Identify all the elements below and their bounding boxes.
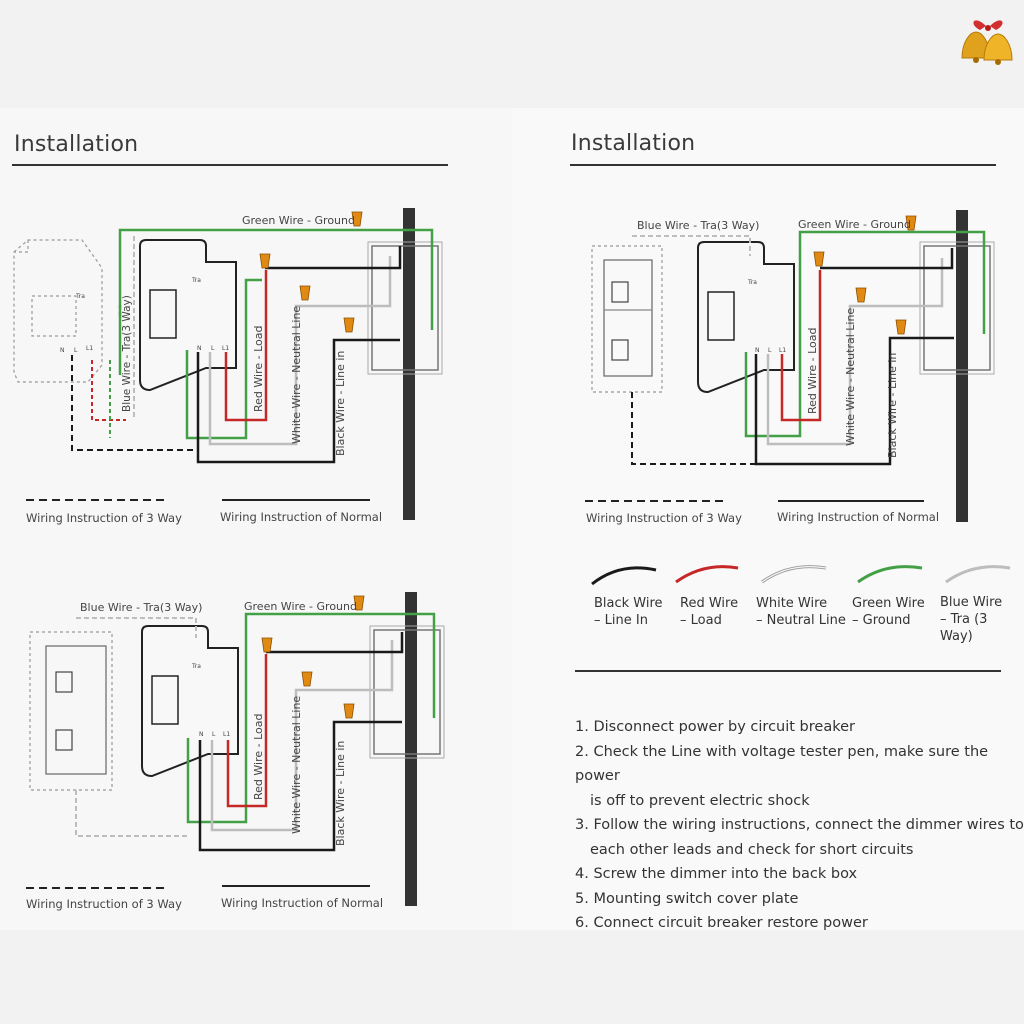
old-switch-device-2	[29, 631, 113, 791]
manual-page-right	[512, 108, 1024, 930]
panel-title-right: Installation	[571, 131, 696, 156]
caption-3way-1: Wiring Instruction of 3 Way	[26, 511, 182, 525]
svg-text:White Wire - Neutral Line: White Wire - Neutral Line	[290, 696, 303, 834]
junction-box	[371, 245, 439, 371]
step-3-continued: each other leads and check for short cir…	[590, 841, 914, 858]
svg-text:Black Wire - Line in: Black Wire - Line in	[334, 741, 347, 846]
legend-blue-wire: Blue Wire– Tra (3 Way)	[940, 595, 1003, 644]
svg-text:Red Wire - Load: Red Wire - Load	[806, 328, 819, 415]
svg-text:White Wire - Neutral Line: White Wire - Neutral Line	[844, 308, 857, 446]
step-2-continued: is off to prevent electric shock	[590, 792, 810, 809]
legend-black-wire: Black Wire– Line In	[594, 596, 663, 628]
caption-normal-1: Wiring Instruction of Normal	[220, 510, 383, 524]
svg-text:L: L	[768, 347, 772, 354]
svg-text:Tra: Tra	[191, 663, 201, 670]
caption-3way-2: Wiring Instruction of 3 Way	[586, 511, 742, 525]
blue-tra-label: Blue Wire - Tra(3 Way)	[121, 295, 133, 412]
svg-text:L1: L1	[223, 731, 230, 738]
step-5: 5. Mounting switch cover plate	[575, 890, 799, 907]
svg-text:N: N	[199, 731, 204, 738]
svg-text:N: N	[197, 345, 202, 352]
svg-text:Tra: Tra	[191, 277, 201, 284]
svg-text:L: L	[212, 731, 216, 738]
caption-3way-3: Wiring Instruction of 3 Way	[26, 897, 182, 911]
svg-text:Tra: Tra	[75, 293, 85, 300]
title-rule-right	[570, 164, 996, 166]
svg-text:L: L	[211, 345, 215, 352]
step-6: 6. Connect circuit breaker restore power	[575, 915, 868, 931]
step-3: 3. Follow the wiring instructions, conne…	[575, 817, 1024, 833]
svg-text:Black Wire - Line in: Black Wire - Line in	[886, 353, 899, 458]
caption-normal-3: Wiring Instruction of Normal	[221, 896, 384, 910]
installation-steps: 1. Disconnect power by circuit breaker 2…	[575, 715, 1024, 936]
cable-bar	[403, 208, 415, 520]
black-line-label: Black Wire - Line in	[334, 351, 347, 456]
red-load-label: Red Wire - Load	[252, 326, 265, 413]
svg-text:L1: L1	[779, 347, 786, 354]
legend-green-wire: Green Wire– Ground	[852, 596, 925, 628]
svg-text:Green Wire - Ground: Green Wire - Ground	[798, 218, 911, 231]
svg-text:N: N	[755, 347, 760, 354]
caption-normal-2: Wiring Instruction of Normal	[777, 510, 940, 524]
svg-text:L1: L1	[222, 345, 229, 352]
svg-text:Blue Wire - Tra(3 Way): Blue Wire - Tra(3 Way)	[80, 601, 202, 614]
svg-text:L1: L1	[86, 345, 93, 352]
step-1: 1. Disconnect power by circuit breaker	[575, 719, 855, 735]
legend-red-wire: Red Wire– Load	[680, 596, 739, 628]
svg-text:L: L	[74, 347, 78, 354]
svg-text:Blue Wire - Tra(3 Way): Blue Wire - Tra(3 Way)	[637, 219, 759, 232]
svg-text:Red Wire - Load: Red Wire - Load	[252, 714, 265, 801]
step-4: 4. Screw the dimmer into the back box	[575, 866, 858, 882]
steps-rule	[575, 670, 1001, 672]
green-ground-label: Green Wire - Ground	[242, 214, 355, 227]
svg-text:Tra: Tra	[747, 279, 757, 286]
title-rule-left	[12, 164, 448, 166]
svg-text:Green Wire - Ground: Green Wire - Ground	[244, 600, 357, 613]
old-switch-device	[591, 245, 663, 393]
svg-text:N: N	[60, 347, 65, 354]
white-neutral-label: White Wire - Neutral Line	[290, 306, 303, 444]
old-switch-outline	[13, 239, 103, 383]
panel-title-left: Installation	[14, 132, 139, 157]
step-2: 2. Check the Line with voltage tester pe…	[575, 743, 989, 785]
legend-white-wire: White Wire– Neutral Line	[756, 596, 846, 628]
